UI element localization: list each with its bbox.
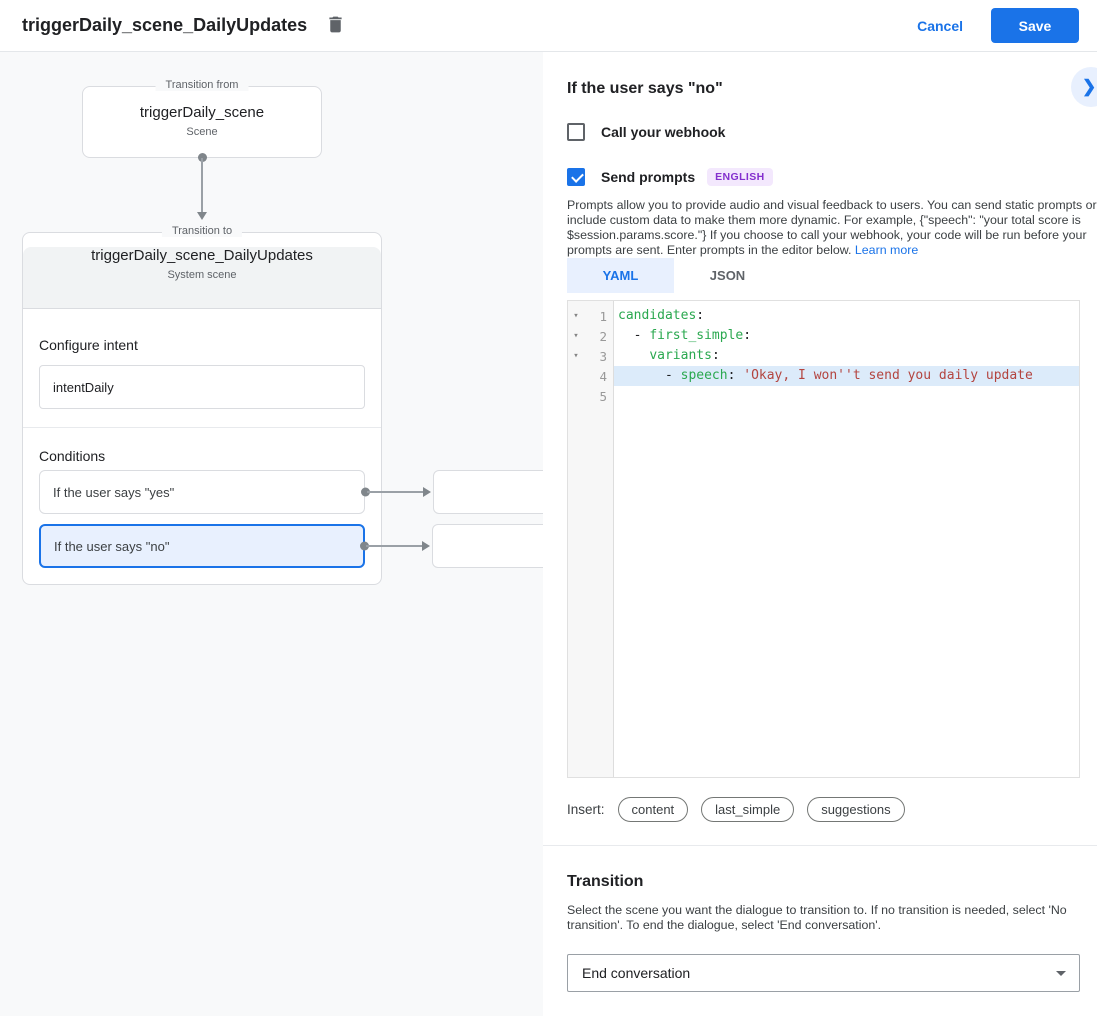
page-title: triggerDaily_scene_DailyUpdates [22, 15, 308, 35]
delete-scene-button[interactable] [325, 14, 346, 38]
section-divider [543, 845, 1097, 846]
yaml-punct: - [618, 368, 681, 383]
connector-dot [198, 153, 207, 162]
transition-from-label: Transition from [155, 79, 249, 91]
header-actions: Cancel Save [917, 8, 1079, 43]
insert-chip-content[interactable]: content [617, 797, 689, 822]
connector-arrowhead-icon [197, 212, 207, 220]
yaml-punct: - [618, 328, 650, 343]
transition-to-header[interactable]: triggerDaily_scene_DailyUpdates System s… [23, 247, 381, 309]
transition-description: Select the scene you want the dialogue t… [567, 903, 1067, 932]
transition-to-label: Transition to [161, 225, 243, 237]
code-line-1: candidates: [614, 306, 1079, 326]
line-number: 3 [599, 348, 607, 364]
scene-flow-canvas: Transition from triggerDaily_scene Scene… [0, 52, 543, 1016]
yaml-punct: : [727, 368, 744, 383]
code-line-5 [614, 386, 1079, 406]
configure-intent-label: Configure intent [39, 337, 138, 353]
code-line-2: - first_simple: [614, 326, 1079, 346]
line-number: 4 [599, 368, 607, 384]
gutter-row: ▾ 3 [568, 346, 613, 366]
fold-arrow-icon[interactable]: ▾ [573, 351, 579, 361]
top-bar: triggerDaily_scene_DailyUpdates Cancel S… [0, 0, 1097, 52]
editor-format-tabs: YAML JSON [567, 258, 1080, 293]
dropdown-caret-icon [1056, 971, 1066, 976]
tab-yaml[interactable]: YAML [567, 258, 674, 293]
transition-to-card: Transition to triggerDaily_scene_DailyUp… [22, 225, 543, 585]
learn-more-link[interactable]: Learn more [854, 243, 919, 257]
connector-line [367, 491, 425, 493]
chevron-right-icon: ❯ [1082, 77, 1097, 96]
condition-no-label: If the user says "no" [54, 538, 170, 554]
configure-intent-section: Configure intent intentDaily [23, 309, 381, 428]
code-line-4-active: - speech: 'Okay, I won''t send you daily… [614, 366, 1079, 386]
yaml-punct [618, 348, 649, 363]
gutter-row: 4 [568, 366, 613, 386]
trash-icon [325, 14, 346, 38]
yaml-punct: : [711, 348, 720, 363]
condition-row-yes[interactable]: If the user says "yes" [39, 470, 543, 514]
conditions-section: Conditions If the user says "yes" If the… [23, 428, 543, 584]
transition-target-box[interactable] [432, 524, 543, 568]
to-scene-subtitle: System scene [167, 269, 237, 281]
gutter-row: ▾ 2 [568, 326, 613, 346]
to-scene-title: triggerDaily_scene_DailyUpdates [91, 247, 313, 264]
yaml-punct: : [696, 308, 705, 323]
call-webhook-row: Call your webhook [567, 122, 1080, 142]
from-scene-subtitle: Scene [186, 126, 218, 138]
transition-dropdown-value: End conversation [582, 965, 691, 981]
connector-dot [360, 541, 369, 551]
yaml-punct: : [743, 328, 752, 343]
language-badge: ENGLISH [707, 168, 773, 186]
collapse-panel-button[interactable]: ❯ [1071, 67, 1097, 107]
yaml-key: speech [680, 368, 728, 383]
call-webhook-checkbox[interactable] [567, 123, 585, 141]
save-button[interactable]: Save [991, 8, 1079, 43]
line-number: 1 [599, 308, 607, 324]
transition-target-box[interactable] [433, 470, 543, 514]
transition-from-box[interactable]: Transition from triggerDaily_scene Scene [82, 79, 322, 158]
call-webhook-label: Call your webhook [601, 124, 726, 140]
insert-chip-last-simple[interactable]: last_simple [701, 797, 795, 822]
prompt-code-editor[interactable]: ▾ 1 ▾ 2 ▾ 3 4 5 candidates: - first_sim [567, 300, 1080, 778]
insert-chip-suggestions[interactable]: suggestions [807, 797, 905, 822]
connector-arrowhead-icon [423, 487, 431, 497]
yaml-key: candidates [618, 308, 697, 323]
condition-detail-panel: ❯ If the user says "no" Call your webhoo… [543, 52, 1097, 1016]
yaml-key: first_simple [649, 328, 744, 343]
fold-arrow-icon[interactable]: ▾ [573, 311, 579, 321]
insert-label: Insert: [567, 802, 605, 817]
code-line-3: variants: [614, 346, 1079, 366]
gutter-row: 5 [568, 386, 613, 406]
transition-section-title: Transition [567, 873, 644, 890]
tab-json[interactable]: JSON [709, 268, 746, 283]
panel-title: If the user says "no" [567, 80, 723, 97]
connector-line [366, 545, 424, 547]
conditions-label: Conditions [39, 448, 106, 464]
connector-dot [361, 487, 370, 497]
intent-field[interactable]: intentDaily [39, 365, 365, 409]
transition-dropdown[interactable]: End conversation [567, 954, 1080, 992]
connector-arrowhead-icon [422, 541, 430, 551]
editor-code-area[interactable]: candidates: - first_simple: variants: - … [614, 301, 1079, 777]
condition-yes-label: If the user says "yes" [53, 484, 175, 500]
insert-row: Insert: content last_simple suggestions [567, 797, 1080, 822]
fold-arrow-icon[interactable]: ▾ [573, 331, 579, 341]
condition-row-no[interactable]: If the user says "no" [39, 524, 543, 568]
cancel-button[interactable]: Cancel [917, 17, 963, 34]
yaml-key: variants [649, 348, 712, 363]
line-number: 5 [599, 388, 607, 404]
prompts-description: Prompts allow you to provide audio and v… [567, 198, 1097, 258]
gutter-row: ▾ 1 [568, 306, 613, 326]
prompts-description-text: Prompts allow you to provide audio and v… [567, 198, 1097, 257]
send-prompts-checkbox[interactable] [567, 168, 585, 186]
editor-gutter: ▾ 1 ▾ 2 ▾ 3 4 5 [568, 301, 614, 777]
from-scene-title: triggerDaily_scene [139, 104, 265, 121]
send-prompts-label: Send prompts [601, 169, 696, 185]
intent-value: intentDaily [53, 379, 114, 395]
send-prompts-row: Send prompts ENGLISH [567, 167, 1080, 187]
connector-line [201, 158, 203, 212]
line-number: 2 [599, 328, 607, 344]
yaml-string: 'Okay, I won''t send you daily update [743, 368, 1033, 383]
